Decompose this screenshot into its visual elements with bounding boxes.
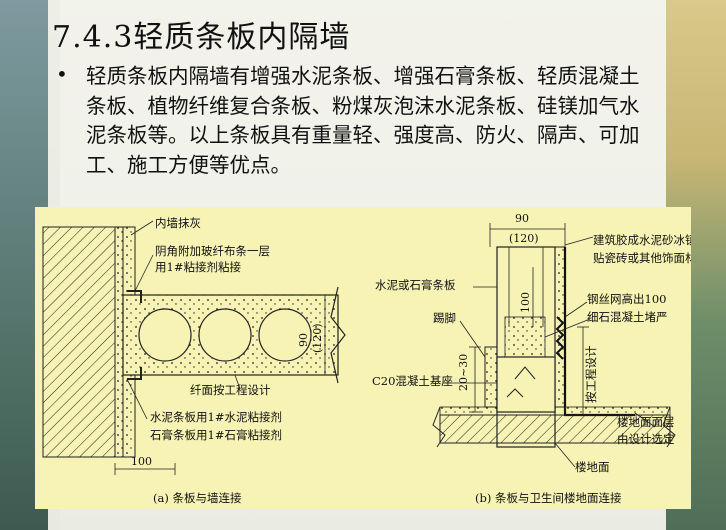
label-surface-2: 由设计选定 xyxy=(617,432,675,446)
panel-top-plaster xyxy=(122,226,136,296)
c20-base xyxy=(496,356,556,413)
label-fiber-2: 用1#粘接剂粘接 xyxy=(155,260,241,274)
label-surface-1: 楼地面面层 xyxy=(617,415,675,429)
label-tile-2: 贴瓷砖或其他饰面材料 xyxy=(593,251,691,265)
steel-mesh xyxy=(555,316,565,360)
label-fine: 细石混凝土堵严 xyxy=(587,310,668,324)
label-c20: C20混凝土基座 xyxy=(372,374,453,388)
label-seam: 纤面按工程设计 xyxy=(190,383,271,397)
panel-bottom-plaster xyxy=(122,374,136,458)
fiber-strip-top xyxy=(127,290,142,303)
dim-b-120: (120) xyxy=(509,232,539,245)
bullet-text: 轻质条板内隔墙有增强水泥条板、增强石膏条板、轻质混凝土条板、植物纤维复合条板、粉… xyxy=(86,64,640,177)
dim-a-120: (120) xyxy=(311,323,324,353)
slide-title: 7.4.3轻质条板内隔墙 xyxy=(52,20,351,55)
waterproof-line xyxy=(563,247,635,417)
dim-b-90: 90 xyxy=(515,212,529,225)
floor-slab xyxy=(439,414,671,444)
label-design: 按工程设计 xyxy=(584,345,598,403)
label-cement: 水泥条板用1#水泥粘接剂 xyxy=(150,410,282,424)
fine-concrete-fill xyxy=(504,316,546,358)
label-gypsum: 石膏条板用1#石膏粘接剂 xyxy=(150,428,282,442)
construction-figure: 内墙抹灰 阴角附加玻纤布条一层 用1#粘接剂粘接 90 (120) 纤面按工程设… xyxy=(35,207,708,509)
label-panel: 水泥或石膏条板 xyxy=(375,278,456,292)
label-tile-1: 建筑胶成水泥砂冰镇 xyxy=(593,233,691,247)
fiber-strip-bottom xyxy=(127,367,142,380)
dim-b-100: 100 xyxy=(519,292,532,313)
label-fiber-1: 阴角附加玻纤布条一层 xyxy=(155,244,270,258)
figure-a: 内墙抹灰 阴角附加玻纤布条一层 用1#粘接剂粘接 90 (120) 纤面按工程设… xyxy=(42,216,346,505)
label-kick: 踢脚 xyxy=(433,311,456,325)
label-mesh: 钢丝网高出100 xyxy=(587,292,666,306)
dim-a-100: 100 xyxy=(131,455,152,468)
panel-core-1 xyxy=(138,308,192,362)
figure-b: 90 (120) xyxy=(372,212,708,505)
caption-b: (b) 条板与卫生间楼地面连接 xyxy=(475,491,622,505)
floor-finish-right xyxy=(564,406,671,416)
dim-a-90: 90 xyxy=(297,333,310,347)
label-floor: 楼地面 xyxy=(575,460,610,474)
wall-plaster xyxy=(114,226,124,458)
kick-board xyxy=(484,346,498,408)
break-line xyxy=(330,286,346,384)
dim-b-2030: 20~30 xyxy=(457,354,470,391)
floor-finish-left xyxy=(439,406,498,416)
panel-core-2 xyxy=(198,308,252,362)
panel-core-3 xyxy=(258,308,312,362)
caption-a: (a) 条板与墙连接 xyxy=(153,491,242,505)
label-plaster: 内墙抹灰 xyxy=(155,216,201,230)
existing-wall xyxy=(42,226,116,458)
bullet-dot-icon: • xyxy=(56,62,68,86)
